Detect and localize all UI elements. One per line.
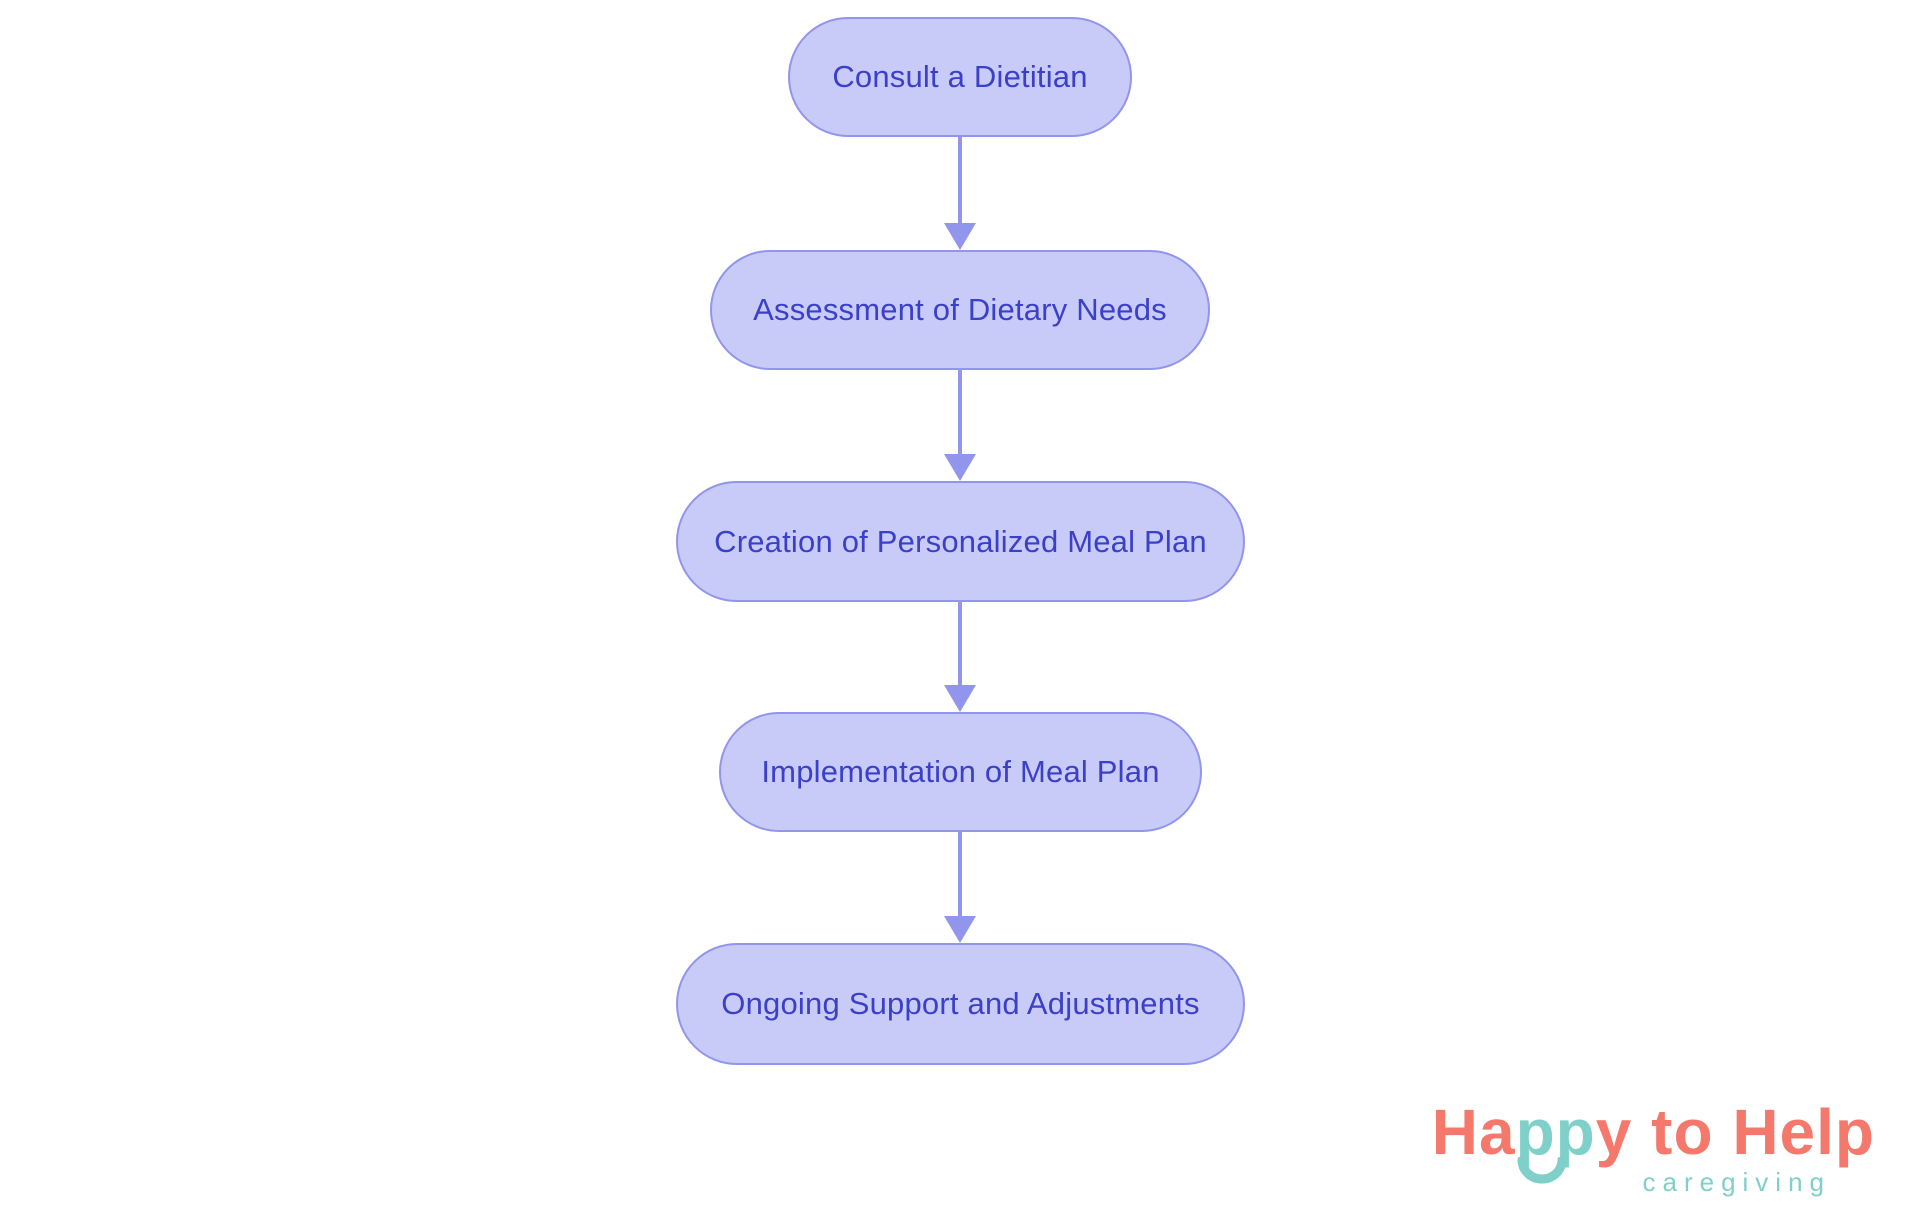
flow-node-label: Ongoing Support and Adjustments xyxy=(721,986,1200,1021)
flow-node-implementation-meal-plan: Implementation of Meal Plan xyxy=(719,712,1202,832)
flow-node-label: Assessment of Dietary Needs xyxy=(753,292,1167,327)
logo-text-pp: pp xyxy=(1515,1096,1596,1168)
flow-node-ongoing-support: Ongoing Support and Adjustments xyxy=(676,943,1245,1065)
flow-arrow-4 xyxy=(944,832,976,943)
arrow-head-icon xyxy=(944,223,976,250)
logo-pp-group: pp xyxy=(1516,1100,1596,1184)
arrow-shaft xyxy=(958,602,962,685)
logo-subtitle: caregiving xyxy=(1642,1167,1831,1197)
arrow-head-icon xyxy=(944,916,976,943)
logo-text-ha: Ha xyxy=(1431,1096,1516,1168)
arrow-head-icon xyxy=(944,454,976,481)
flow-arrow-2 xyxy=(944,370,976,481)
flow-node-label: Consult a Dietitian xyxy=(832,59,1088,94)
flow-node-label: Implementation of Meal Plan xyxy=(761,754,1160,789)
arrow-shaft xyxy=(958,137,962,223)
arrow-shaft xyxy=(958,832,962,916)
flow-arrow-3 xyxy=(944,602,976,712)
flow-node-consult-dietitian: Consult a Dietitian xyxy=(788,17,1132,137)
flow-node-assessment-dietary-needs: Assessment of Dietary Needs xyxy=(710,250,1210,370)
arrow-shaft xyxy=(958,370,962,454)
logo-text-y-to-help: y to Help xyxy=(1595,1096,1875,1168)
flow-node-label: Creation of Personalized Meal Plan xyxy=(714,523,1207,559)
flow-arrow-1 xyxy=(944,137,976,250)
smile-icon xyxy=(1517,1157,1567,1184)
arrow-head-icon xyxy=(944,685,976,712)
flow-node-creation-meal-plan: Creation of Personalized Meal Plan xyxy=(676,481,1245,602)
